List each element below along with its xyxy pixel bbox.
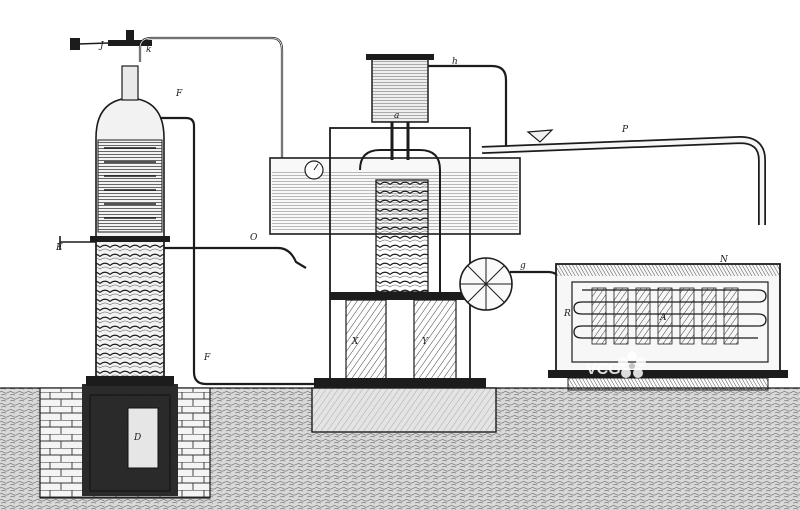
label-g: g xyxy=(520,261,526,271)
label-J: J xyxy=(98,41,105,51)
watermark-text: VCG xyxy=(586,361,621,378)
label-A: A xyxy=(659,313,667,323)
label-F-top: F xyxy=(175,89,183,99)
label-D: D xyxy=(133,433,141,443)
label-Y: Y xyxy=(422,337,429,347)
pump-base xyxy=(311,387,497,433)
label-h: h xyxy=(452,57,458,67)
label-E: E xyxy=(55,243,63,253)
pump-frame xyxy=(314,127,513,388)
generator-column xyxy=(59,30,174,386)
label-k: k xyxy=(146,45,151,55)
label-F-low: F xyxy=(203,353,211,363)
vcg-flower-logo xyxy=(618,351,646,378)
letter-labels: J k F E O F D h a P N X Y g A R xyxy=(55,41,729,443)
label-O: O xyxy=(250,233,258,243)
label-a: a xyxy=(394,111,399,121)
refrigerating-tank xyxy=(548,263,788,391)
top-cylinder-d xyxy=(366,54,434,160)
vcg-watermark: VCG xyxy=(586,351,646,378)
brick-foundation-pit xyxy=(39,384,211,499)
label-X: X xyxy=(351,337,359,347)
delivery-pipe-p xyxy=(481,129,766,225)
label-N: N xyxy=(719,255,729,265)
label-P: P xyxy=(621,125,629,135)
label-R: R xyxy=(563,309,571,319)
